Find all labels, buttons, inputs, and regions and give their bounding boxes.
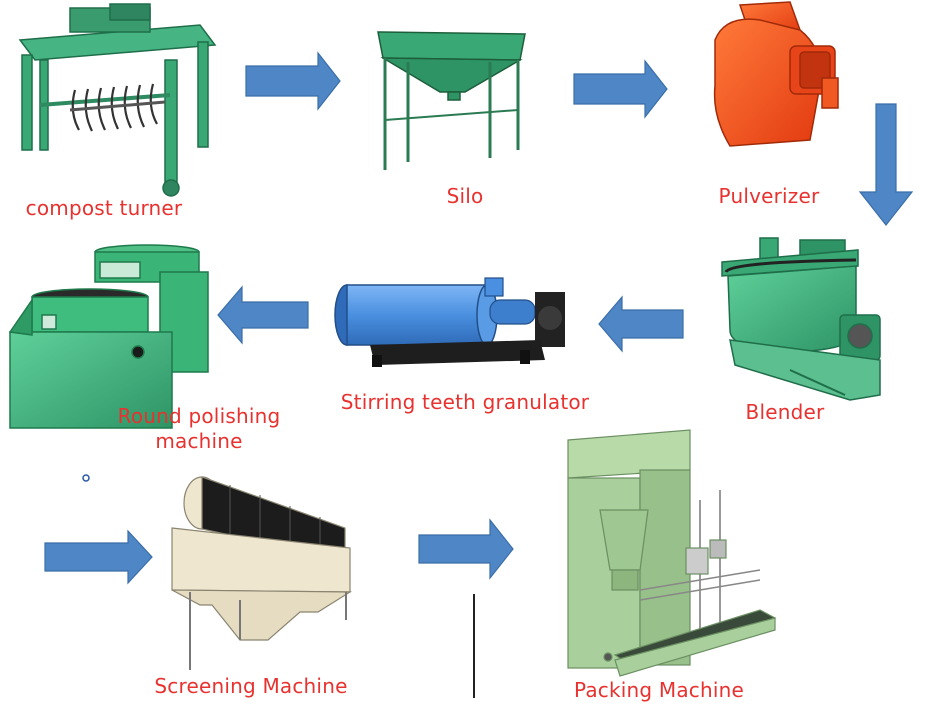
flow-arrow-6 (44, 529, 153, 585)
label-pulverizer: Pulverizer (718, 184, 820, 208)
flow-arrow-5 (217, 285, 309, 345)
polishing-machine-icon (8, 244, 209, 429)
flow-arrow-1 (245, 51, 341, 111)
compost-turner-icon (18, 3, 217, 197)
label-packing-machine: Packing Machine (573, 678, 744, 702)
blender-icon (721, 237, 881, 401)
label-screening-machine: Screening Machine (154, 674, 348, 698)
flow-arrow-2 (573, 59, 668, 119)
flow-arrow-7 (418, 518, 514, 580)
label-silo: Silo (446, 184, 484, 208)
label-polishing-machine: Round polishing machine (117, 404, 281, 453)
packing-machine-icon (567, 429, 777, 677)
label-compost-turner: compost turner (25, 196, 183, 220)
label-blender: Blender (745, 400, 825, 424)
flow-arrow-3 (858, 103, 914, 226)
granulator-icon (334, 277, 565, 367)
dot-marker (82, 474, 90, 482)
label-granulator: Stirring teeth granulator (340, 390, 590, 414)
silo-icon (377, 31, 526, 170)
flow-arrow-4 (598, 295, 684, 353)
screening-machine-icon (171, 476, 353, 670)
pulverizer-icon (713, 1, 839, 147)
